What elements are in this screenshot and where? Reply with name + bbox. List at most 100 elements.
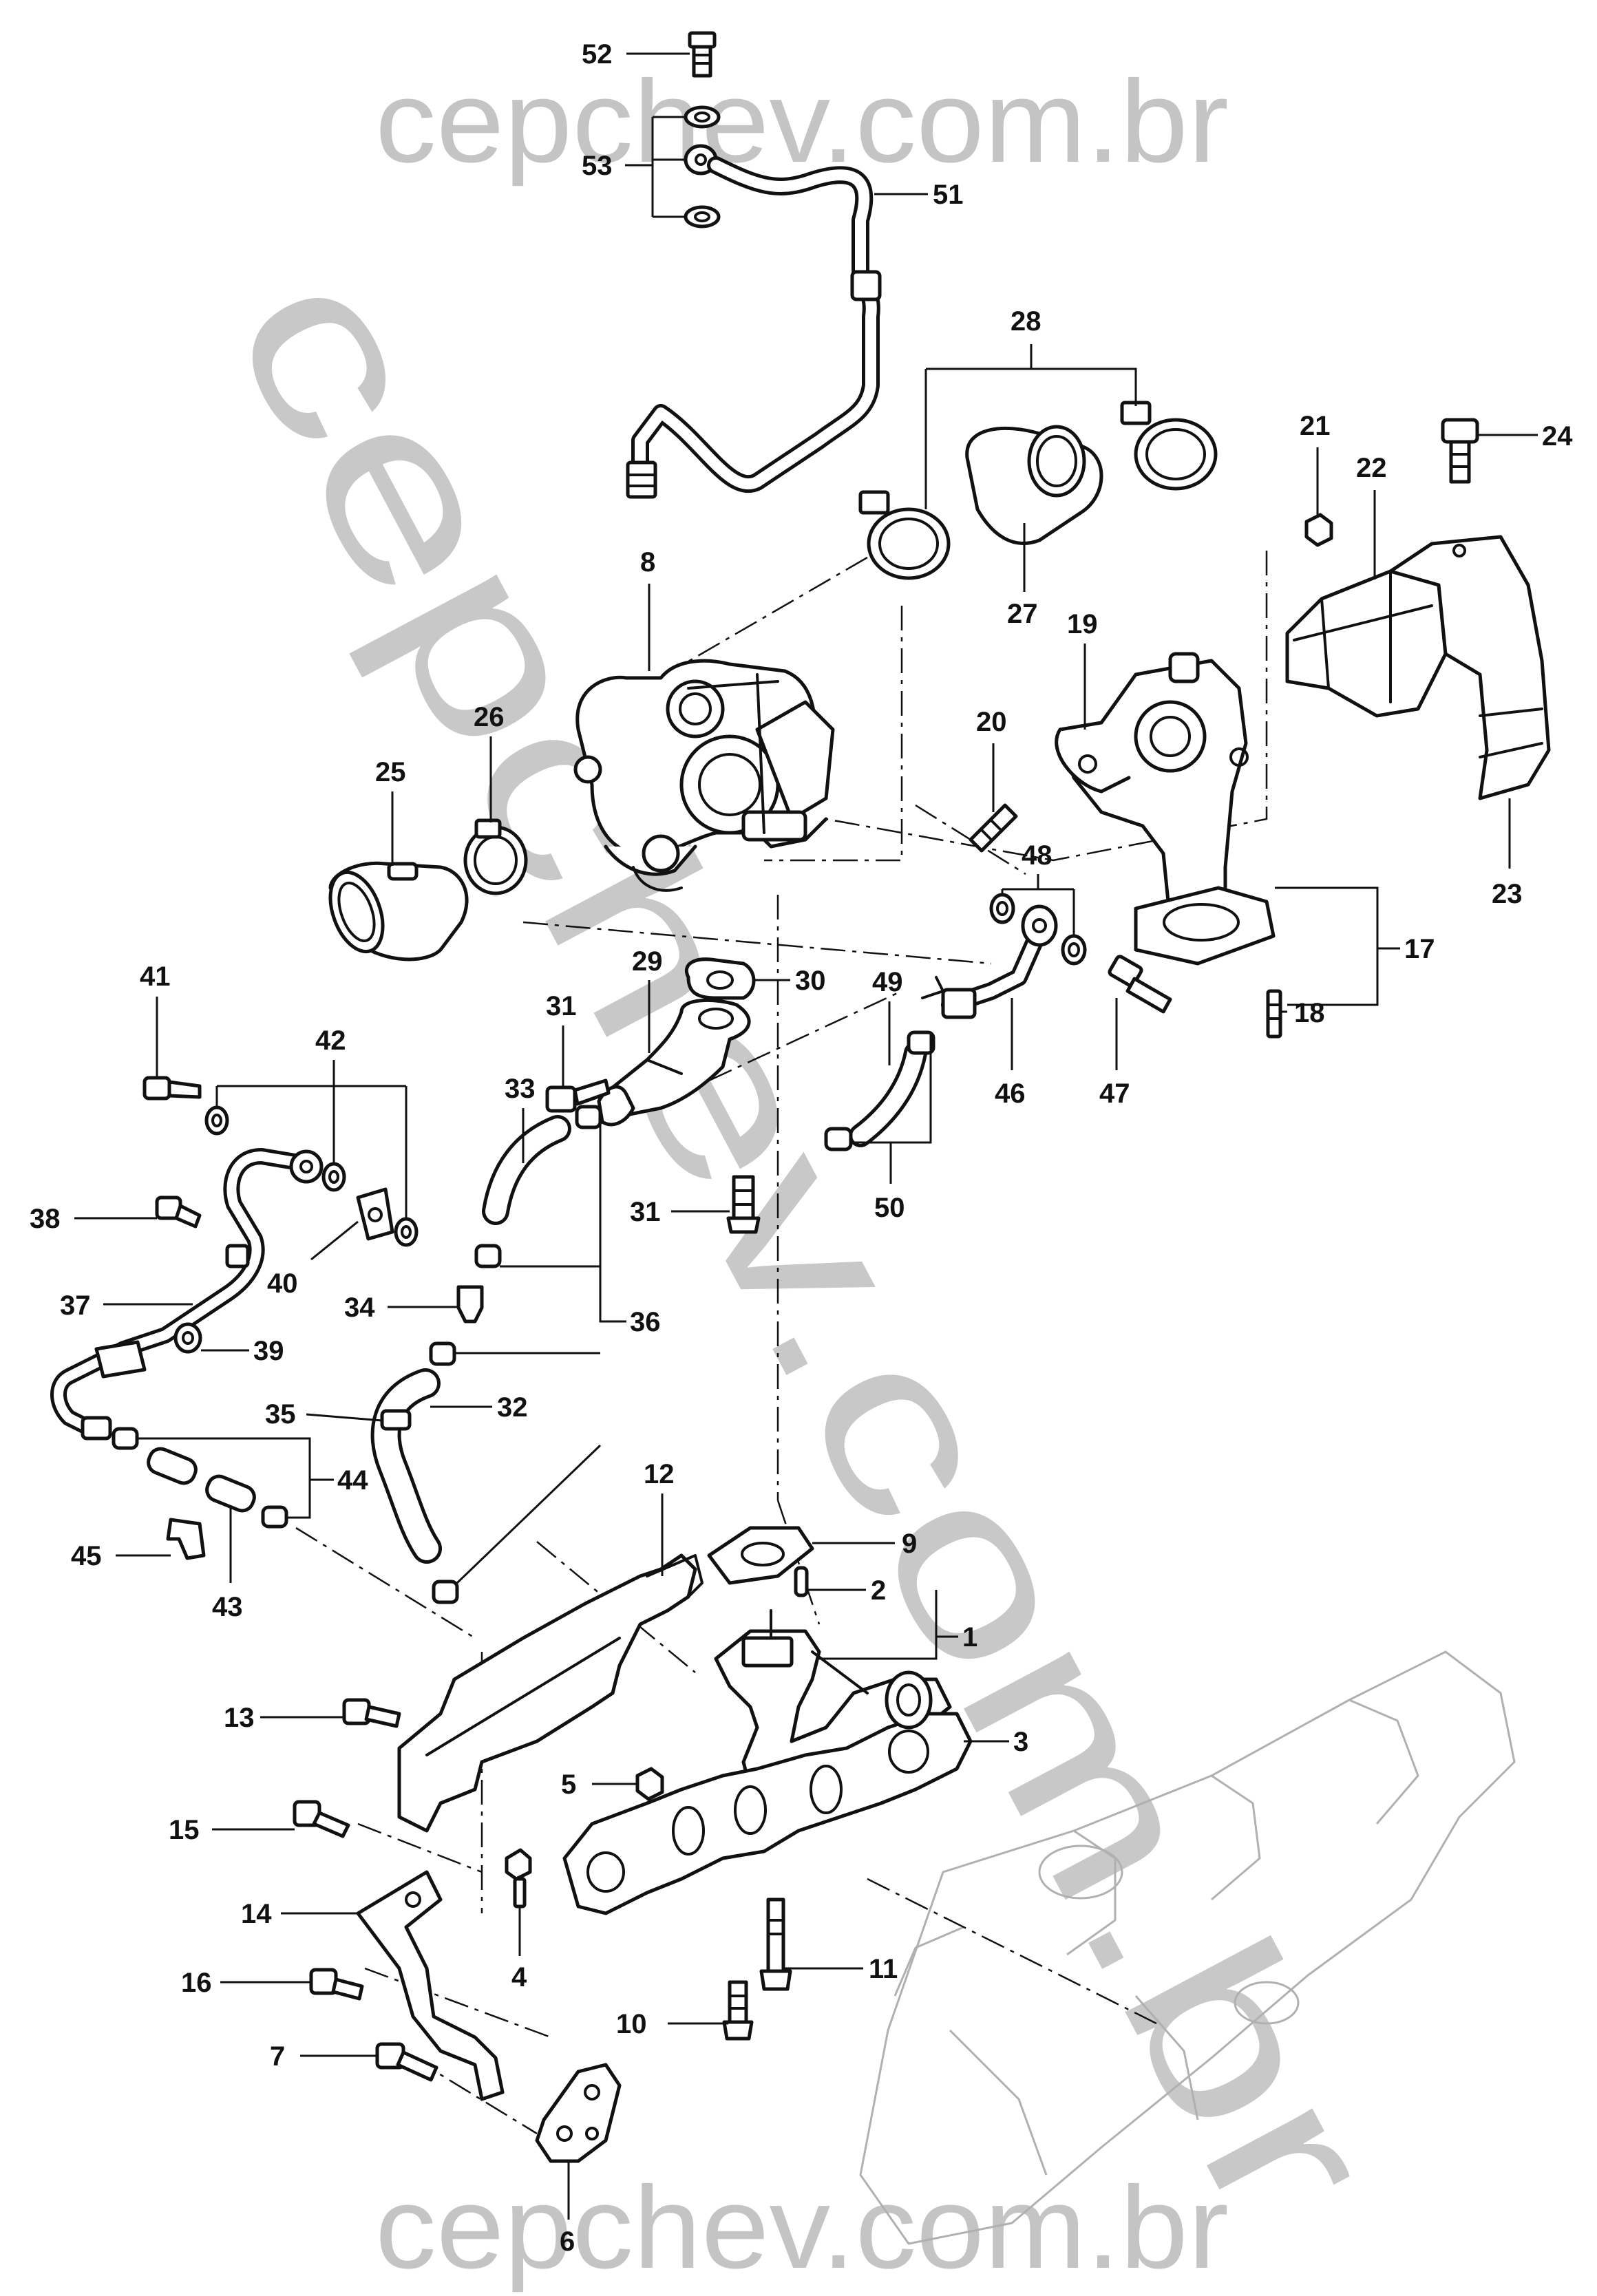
part-29-oil-drain-elbow [597,999,751,1127]
part-36-clamp-1 [575,1105,602,1129]
callout-37: 37 [60,1290,91,1321]
callout-43: 43 [212,1592,243,1622]
callout-42: 42 [315,1025,346,1056]
part-42-washer-1 [204,1105,229,1136]
callout-29: 29 [632,946,663,977]
callout-30: 30 [795,966,826,996]
part-47-bolt [1108,955,1172,1014]
callout-14: 14 [241,1899,272,1929]
part-27-intake-hose [965,425,1103,545]
part-8-turbocharger [573,659,835,892]
callout-labels: 52 53 51 28 27 8 26 25 21 22 24 23 19 20… [30,39,1573,2257]
part-42-washer-2 [321,1162,346,1192]
part-31-bolt-lower [726,1175,761,1234]
part-52-banjo-bolt [688,31,717,78]
part-17-flange [1134,886,1276,966]
callout-36: 36 [630,1307,661,1337]
callout-39: 39 [253,1336,284,1366]
part-19-exhaust-elbow [1055,652,1249,924]
part-42-washer-3 [394,1217,419,1247]
part-37-pipe [50,1148,324,1441]
part-24-bolt [1441,418,1479,484]
callout-33: 33 [505,1074,536,1104]
part-30-gasket [685,957,756,1000]
callout-46: 46 [995,1078,1026,1109]
callout-50: 50 [874,1193,905,1223]
engine-block-outline [859,1650,1516,2245]
callout-52: 52 [582,39,613,70]
part-26-clamp [463,818,528,895]
part-28-clamp-left [858,490,951,580]
callout-49: 49 [872,967,903,997]
part-50-clamp-upper [907,1030,935,1055]
part-44-clamp-2 [261,1505,288,1529]
part-34-fitting [456,1285,484,1324]
callout-5: 5 [561,1769,576,1800]
part-22-heat-shield-upper [1285,569,1448,718]
callout-17: 17 [1404,934,1435,964]
callout-16: 16 [181,1968,212,1998]
part-49-hose [849,1041,927,1147]
part-10-bolt [722,1980,754,2041]
leader-lines [74,52,1538,2220]
callout-12: 12 [644,1459,675,1489]
watermark-diagonal: cepchev.com.br [183,227,1427,2262]
part-1-exhaust-manifold [714,1609,952,1798]
callout-53: 53 [582,151,613,181]
part-16-bolt [309,1968,364,2001]
callout-45: 45 [71,1541,102,1571]
part-4-stud [505,1848,532,1909]
callout-32: 32 [497,1392,528,1423]
part-12-manifold-heat-shield [397,1553,704,1833]
callout-28: 28 [1011,306,1041,337]
part-48-washer-left [989,893,1015,924]
part-15-bolt [293,1800,350,1838]
callout-48: 48 [1022,840,1053,871]
part-36-clamp-3 [429,1341,456,1366]
callout-23: 23 [1492,879,1523,909]
callout-34: 34 [344,1293,375,1323]
part-43-hose-lower [205,1474,256,1513]
part-11-stud-bolt [759,1898,792,1991]
part-48-washer-right [1061,934,1087,966]
callout-2: 2 [871,1575,886,1606]
callout-11: 11 [869,1954,898,1984]
part-2-dowel [794,1566,809,1597]
part-31-bolt-upper [545,1078,611,1113]
watermark-top: cepchev.com.br [375,56,1229,187]
callout-24: 24 [1542,421,1573,451]
part-3-manifold-gasket [562,1670,973,1915]
callout-8: 8 [640,547,655,577]
callout-44: 44 [337,1465,368,1496]
callout-6: 6 [560,2226,575,2257]
part-35-hose-clamp [380,1409,412,1431]
part-33-hose [482,1115,571,1225]
callout-15: 15 [169,1815,200,1845]
watermark-bottom: cepchev.com.br [375,2162,1229,2293]
callout-35: 35 [265,1399,296,1429]
part-28-clamp-right [1120,401,1218,491]
part-51-oil-feed-pipe [626,156,882,499]
part-14-bracket [356,1870,505,2101]
callout-26: 26 [474,702,505,732]
callout-47: 47 [1099,1078,1130,1109]
part-46-oil-return-pipe [921,904,1058,1019]
part-20-stud [969,803,1018,853]
callout-18: 18 [1294,998,1325,1028]
callout-38: 38 [30,1204,61,1234]
part-9-gasket [707,1526,814,1585]
part-5-nut [635,1767,664,1801]
callout-51: 51 [933,180,964,210]
part-36-clamp-4 [432,1580,459,1604]
part-50-clamp-lower [824,1127,853,1151]
part-36-clamp-2 [474,1244,502,1268]
part-18-stud [1266,989,1282,1039]
callout-9: 9 [902,1529,917,1559]
part-7-bolt [375,2042,438,2082]
callout-3: 3 [1013,1727,1028,1757]
part-23-heat-shield-lower [1388,535,1551,800]
part-21-nut [1304,513,1333,547]
part-13-bolt [342,1698,401,1728]
callout-21: 21 [1300,411,1331,441]
